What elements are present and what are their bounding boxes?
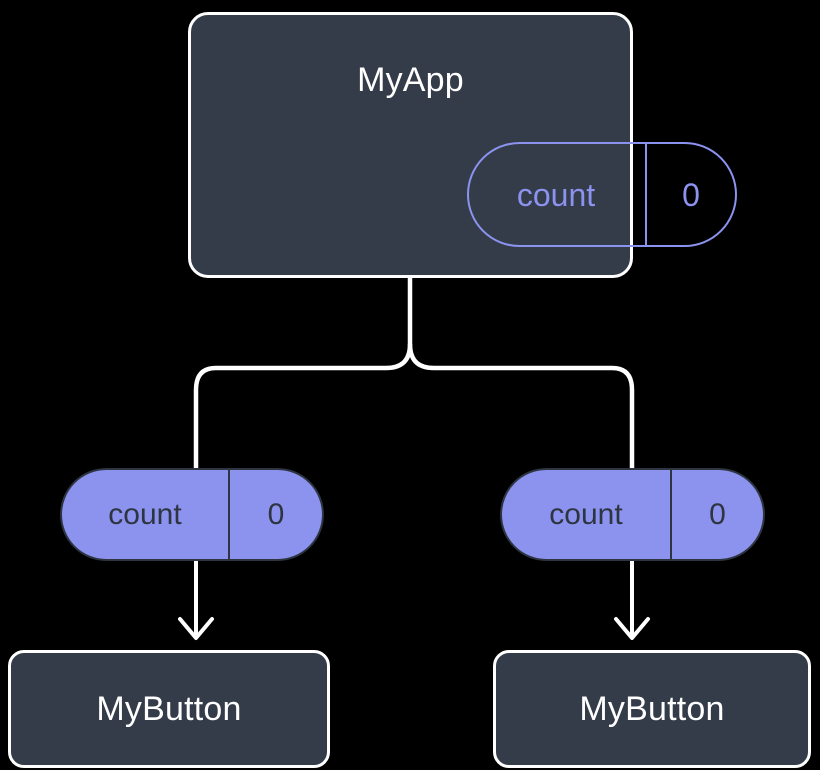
prop-pill-value: 0 <box>267 497 285 531</box>
state-pill-myapp-count[interactable]: count 0 <box>467 142 737 247</box>
fork-connector-left <box>193 343 413 468</box>
arrow-right-head-icon <box>614 617 650 640</box>
prop-pill-key: count <box>62 470 230 559</box>
component-mybutton-right-title: MyButton <box>579 690 725 728</box>
state-pill-key: count <box>469 144 647 245</box>
prop-pill-left-count[interactable]: count 0 <box>60 468 324 561</box>
component-myapp-title: MyApp <box>357 61 464 99</box>
component-myapp[interactable]: MyApp count 0 <box>188 12 737 278</box>
state-pill-value: 0 <box>682 176 700 213</box>
prop-pill-key: count <box>502 470 672 559</box>
component-mybutton-right[interactable]: MyButton <box>493 650 811 768</box>
prop-pill-right-count[interactable]: count 0 <box>500 468 765 561</box>
fork-connector-right <box>407 343 635 468</box>
arrow-left-head-icon <box>178 617 214 640</box>
component-mybutton-left[interactable]: MyButton <box>8 650 330 768</box>
prop-pill-value: 0 <box>709 497 726 531</box>
component-mybutton-left-title: MyButton <box>96 690 242 728</box>
